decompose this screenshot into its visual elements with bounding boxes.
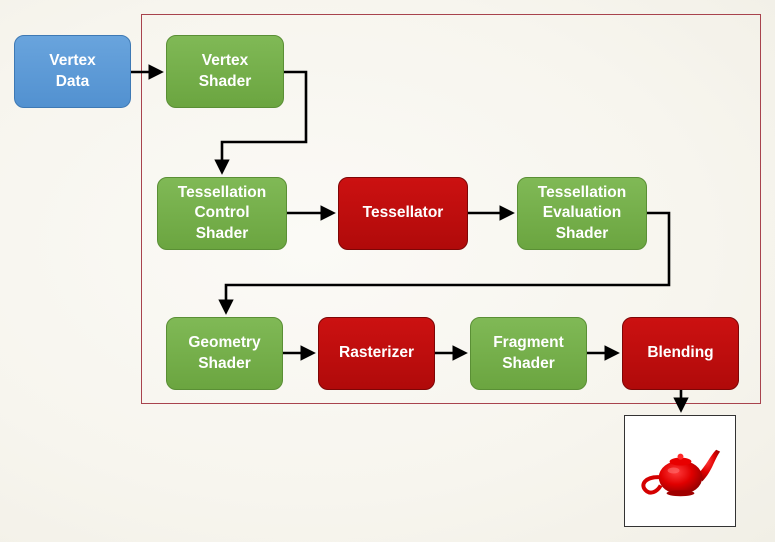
fragment-shader-node: Fragment Shader [470,317,587,390]
tessellation-control-shader-node: Tessellation Control Shader [157,177,287,250]
vertex-shader-node: Vertex Shader [166,35,284,108]
pipeline-frame [141,14,761,404]
arrow-tesseval-to-geometry [218,211,671,315]
arrow-vertexshader-to-tesscontrol [214,70,308,175]
rendered-output-frame [624,415,736,527]
rasterizer-node: Rasterizer [318,317,435,390]
geometry-shader-node: Geometry Shader [166,317,283,390]
tessellator-node: Tessellator [338,177,468,250]
blending-node: Blending [622,317,739,390]
teapot-icon [641,449,721,497]
tessellation-evaluation-shader-node: Tessellation Evaluation Shader [517,177,647,250]
vertex-data-node: Vertex Data [14,35,131,108]
